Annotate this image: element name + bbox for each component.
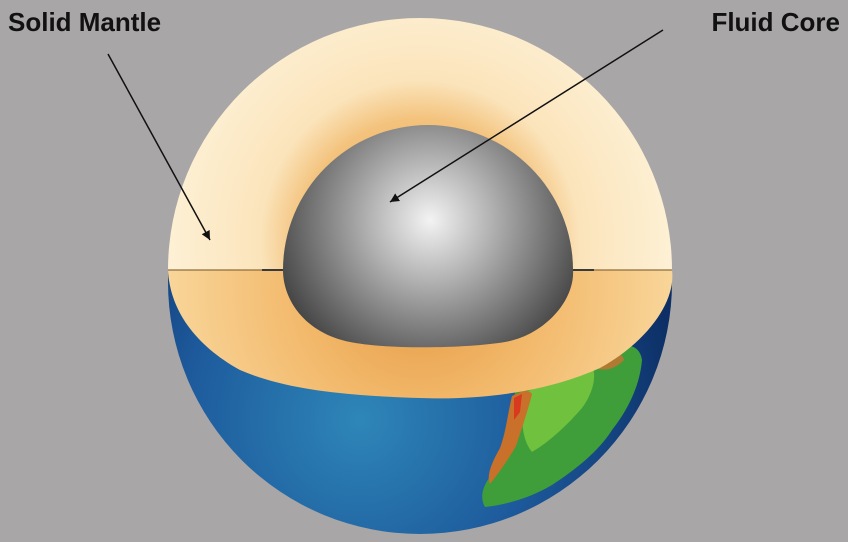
fluid-core-label: Fluid Core xyxy=(711,7,840,37)
solid-mantle-label: Solid Mantle xyxy=(8,7,162,37)
core-pointer-arrow xyxy=(389,29,664,203)
fluid-core xyxy=(262,125,594,348)
mantle-pointer-arrow xyxy=(107,53,211,241)
